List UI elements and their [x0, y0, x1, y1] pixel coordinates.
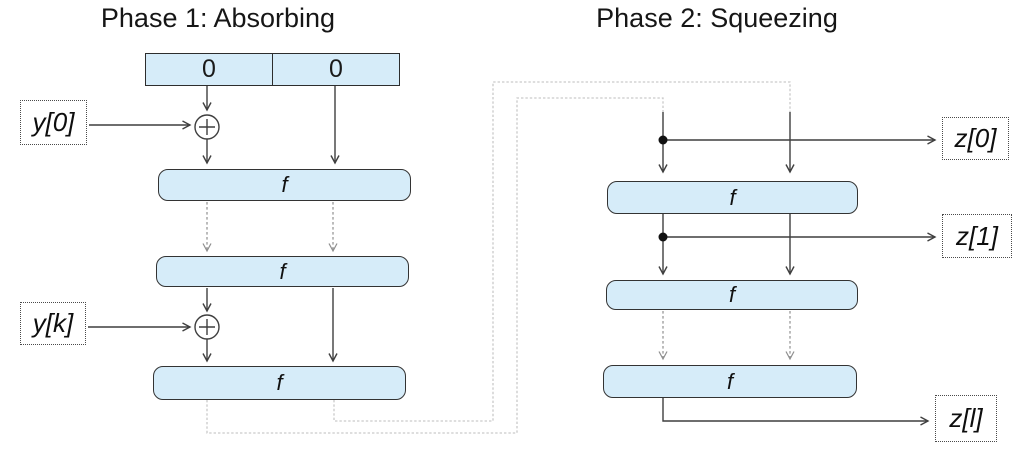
absorb-f-box-2: f [156, 256, 409, 287]
zl-output-arrow [662, 398, 930, 426]
output-label-z1: z[1] [942, 214, 1012, 258]
output-label-z0: z[0] [942, 117, 1009, 160]
connector-rate-path [206, 97, 664, 434]
output-label-zl: z[l] [935, 395, 997, 442]
initial-state-bar: 0 0 [145, 53, 400, 86]
squeeze-f-box-3: f [603, 365, 857, 398]
junction-dot-z0 [658, 135, 668, 145]
xor2-icon [194, 314, 220, 340]
phase1-title: Phase 1: Absorbing [100, 3, 336, 33]
input-label-y0: y[0] [20, 100, 87, 145]
absorb-f-box-3: f [153, 366, 406, 400]
connector-capacity-path [333, 81, 791, 422]
input-label-yk: y[k] [20, 302, 86, 345]
initial-state-cell-right: 0 [329, 55, 343, 83]
squeeze-f-box-2: f [606, 280, 858, 310]
initial-state-cell-left: 0 [146, 54, 273, 85]
squeeze-f-box-1: f [607, 181, 858, 214]
junction-dot-z1 [658, 232, 668, 242]
xor1-icon [194, 114, 220, 140]
absorb-f-box-1: f [158, 169, 411, 201]
phase2-title: Phase 2: Squeezing [596, 3, 838, 33]
